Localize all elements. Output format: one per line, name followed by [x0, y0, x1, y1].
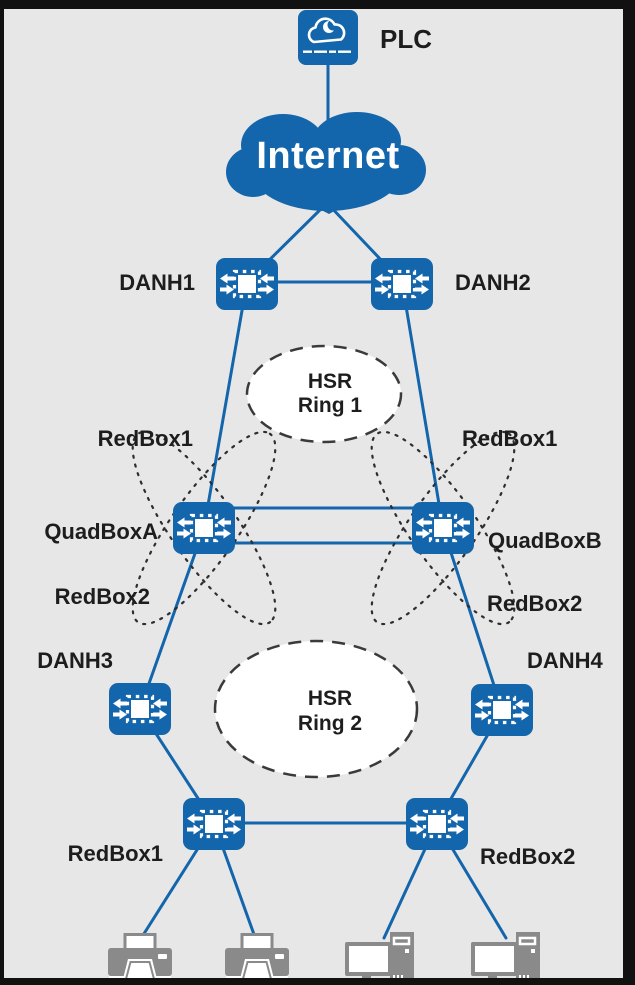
plc-cloud-icon [298, 10, 358, 65]
switch-icon-danh2 [371, 258, 433, 310]
label-danh3: DANH3 [37, 648, 113, 673]
switch-icon-danh1 [216, 258, 278, 310]
label-quadboxa: QuadBoxA [44, 519, 158, 544]
hsr-ring1-subtitle: Ring 1 [297, 394, 363, 417]
hsr-ring2-ellipse [213, 639, 419, 779]
label-danh2: DANH2 [455, 270, 531, 295]
hsr-ring1-title: HSR [307, 370, 353, 393]
link-danh1-quadboxa [202, 280, 249, 530]
link-danh2-quadboxb [400, 280, 445, 530]
switch-icon-quadboxa [173, 502, 235, 554]
label-redbox2-bottom: RedBox2 [480, 844, 576, 869]
switch-icon-danh4 [471, 684, 533, 736]
label-redbox1-quadboxa: RedBox1 [97, 426, 193, 451]
label-plc: PLC [380, 24, 432, 54]
link-quadboxa-danh3 [138, 526, 206, 711]
switch-icon-quadboxb [412, 502, 474, 554]
label-redbox1-bottom: RedBox1 [67, 841, 163, 866]
label-redbox1-quadboxb: RedBox1 [462, 426, 558, 451]
label-internet: Internet [256, 135, 400, 177]
link-quadboxb-danh4 [441, 526, 504, 712]
label-redbox2-quadboxb: RedBox2 [487, 591, 583, 616]
hsr-ring2-subtitle: Ring 2 [297, 712, 363, 735]
label-hsr-ring1: HSR Ring 1 [272, 370, 388, 418]
switch-icon-redbox2 [406, 798, 468, 850]
label-danh4: DANH4 [527, 648, 603, 673]
switch-icon-redbox1 [183, 798, 245, 850]
hsr-ring2-title: HSR [307, 687, 353, 710]
plc-icon-caption-marks [303, 50, 351, 53]
switch-icon-danh3 [109, 683, 171, 735]
label-hsr-ring2: HSR Ring 2 [272, 686, 388, 736]
label-danh1: DANH1 [119, 270, 195, 295]
label-quadboxb: QuadBoxB [488, 528, 602, 553]
label-redbox2-quadboxa: RedBox2 [54, 584, 150, 609]
internet-cloud [226, 112, 426, 214]
hsr-ring1-ellipse [245, 344, 403, 444]
